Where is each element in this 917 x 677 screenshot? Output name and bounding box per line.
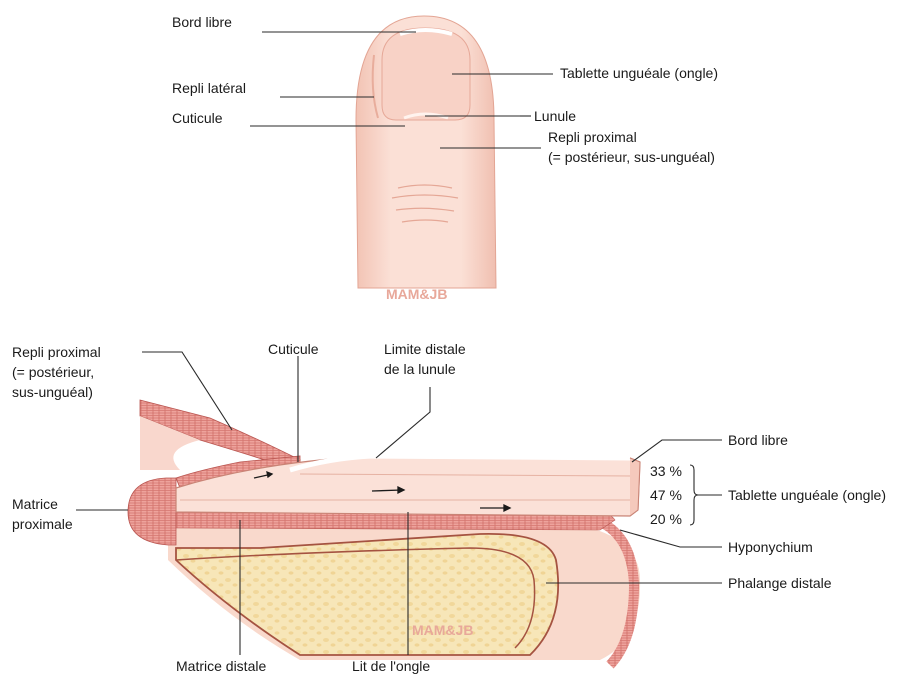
finger-illustration	[356, 16, 496, 288]
nail-cross-section	[128, 400, 640, 665]
label-matrice-proximale-1: Matrice	[12, 496, 58, 512]
watermark-bottom: MAM&JB	[412, 622, 473, 638]
label-pct-20: 20 %	[650, 511, 682, 527]
label-tablette-bottom: Tablette unguéale (ongle)	[728, 487, 886, 503]
label-repli-proximal-2: (= postérieur,	[12, 364, 94, 380]
label-tablette-top: Tablette unguéale (ongle)	[560, 65, 718, 81]
label-phalange-distale: Phalange distale	[728, 575, 832, 591]
label-limite-distale-2: de la lunule	[384, 361, 456, 377]
label-lit-ongle: Lit de l'ongle	[352, 658, 430, 674]
label-repli-proximal-top-1: Repli proximal	[548, 129, 637, 145]
label-bord-libre-top: Bord libre	[172, 14, 232, 30]
label-pct-33: 33 %	[650, 463, 682, 479]
label-cuticule-bottom: Cuticule	[268, 341, 319, 357]
label-limite-distale-1: Limite distale	[384, 341, 466, 357]
label-repli-proximal-top-2: (= postérieur, sus-unguéal)	[548, 149, 715, 165]
label-matrice-proximale-2: proximale	[12, 516, 73, 532]
label-pct-47: 47 %	[650, 487, 682, 503]
label-repli-proximal-3: sus-unguéal)	[12, 384, 93, 400]
free-edge-section	[630, 458, 640, 516]
watermark-top: MAM&JB	[386, 286, 447, 302]
proximal-matrix	[128, 478, 176, 545]
label-cuticule-top: Cuticule	[172, 110, 223, 126]
label-lunule: Lunule	[534, 108, 576, 124]
label-repli-lateral: Repli latéral	[172, 80, 246, 96]
label-hyponychium: Hyponychium	[728, 539, 813, 555]
distal-phalanx-bone	[176, 534, 558, 655]
label-matrice-distale: Matrice distale	[176, 658, 266, 674]
label-repli-proximal-1: Repli proximal	[12, 344, 101, 360]
label-bord-libre-bottom: Bord libre	[728, 432, 788, 448]
